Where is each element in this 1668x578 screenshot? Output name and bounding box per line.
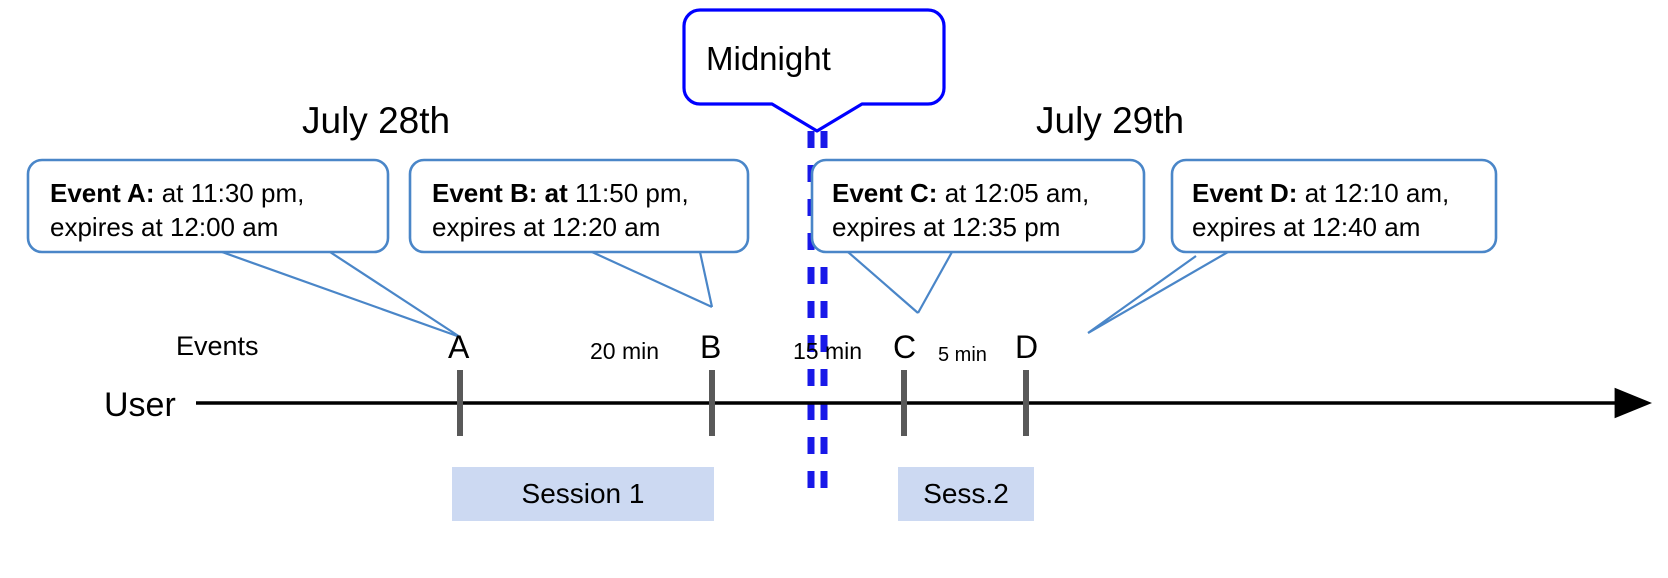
event-b-callout-text: Event B: at 11:50 pm, expires at 12:20 a…	[432, 177, 689, 245]
event-d-callout-text: Event D: at 12:10 am, expires at 12:40 a…	[1192, 177, 1449, 245]
session-box-1-label: Session 1	[521, 478, 645, 509]
event-a-line-1-rest: at 11:30 pm,	[154, 178, 305, 208]
date-label-left: July 28th	[302, 100, 451, 141]
event-c-bold: Event C:	[832, 178, 938, 208]
event-a-callout-text: Event A: at 11:30 pm, expires at 12:00 a…	[50, 177, 304, 245]
event-d-leader	[1087, 251, 1229, 334]
event-c-callout-text: Event C: at 12:05 am, expires at 12:35 p…	[832, 177, 1089, 245]
axis-row-label-user: User	[104, 386, 176, 424]
event-b-bold: Event B: at	[432, 178, 568, 208]
event-c-line-1-rest: at 12:05 am,	[937, 178, 1090, 208]
event-b-line-1-rest: 11:50 pm,	[567, 178, 689, 208]
date-label-right: July 29th	[1036, 100, 1185, 141]
gap-label-c-to-d: 5 min	[938, 344, 987, 366]
event-a-bold: Event A:	[50, 178, 155, 208]
event-a-line-2: expires at 12:00 am	[50, 211, 279, 242]
gap-label-b-to-c: 15 min	[793, 338, 863, 364]
event-d-bold: Event D:	[1192, 178, 1298, 208]
axis-label-events: Events	[176, 331, 259, 361]
event-b-leader	[591, 251, 714, 308]
event-a-leader	[221, 250, 461, 339]
event-d-line-1: Event D: at 12:10 am,	[1192, 177, 1449, 211]
gap-label-a-to-b: 20 min	[590, 338, 660, 364]
event-b-line-2: expires at 12:20 am	[432, 211, 661, 242]
midnight-label: Midnight	[706, 40, 831, 77]
session-box-2: Sess.2	[898, 467, 1034, 521]
session-box-1: Session 1	[452, 467, 714, 521]
event-b-line-1: Event B: at 11:50 pm,	[432, 177, 689, 211]
event-c-leader	[847, 251, 953, 314]
event-marker-label-a: A	[448, 329, 470, 365]
event-marker-label-c: C	[893, 329, 917, 365]
event-c-line-1: Event C: at 12:05 am,	[832, 177, 1089, 211]
session-box-2-label: Sess.2	[923, 478, 1009, 509]
event-c-line-2: expires at 12:35 pm	[832, 211, 1061, 242]
event-d-line-2: expires at 12:40 am	[1192, 211, 1421, 242]
event-a-line-1: Event A: at 11:30 pm,	[50, 177, 304, 211]
event-d-line-1-rest: at 12:10 am,	[1297, 178, 1450, 208]
event-marker-label-d: D	[1015, 329, 1039, 365]
event-marker-label-b: B	[700, 329, 722, 365]
